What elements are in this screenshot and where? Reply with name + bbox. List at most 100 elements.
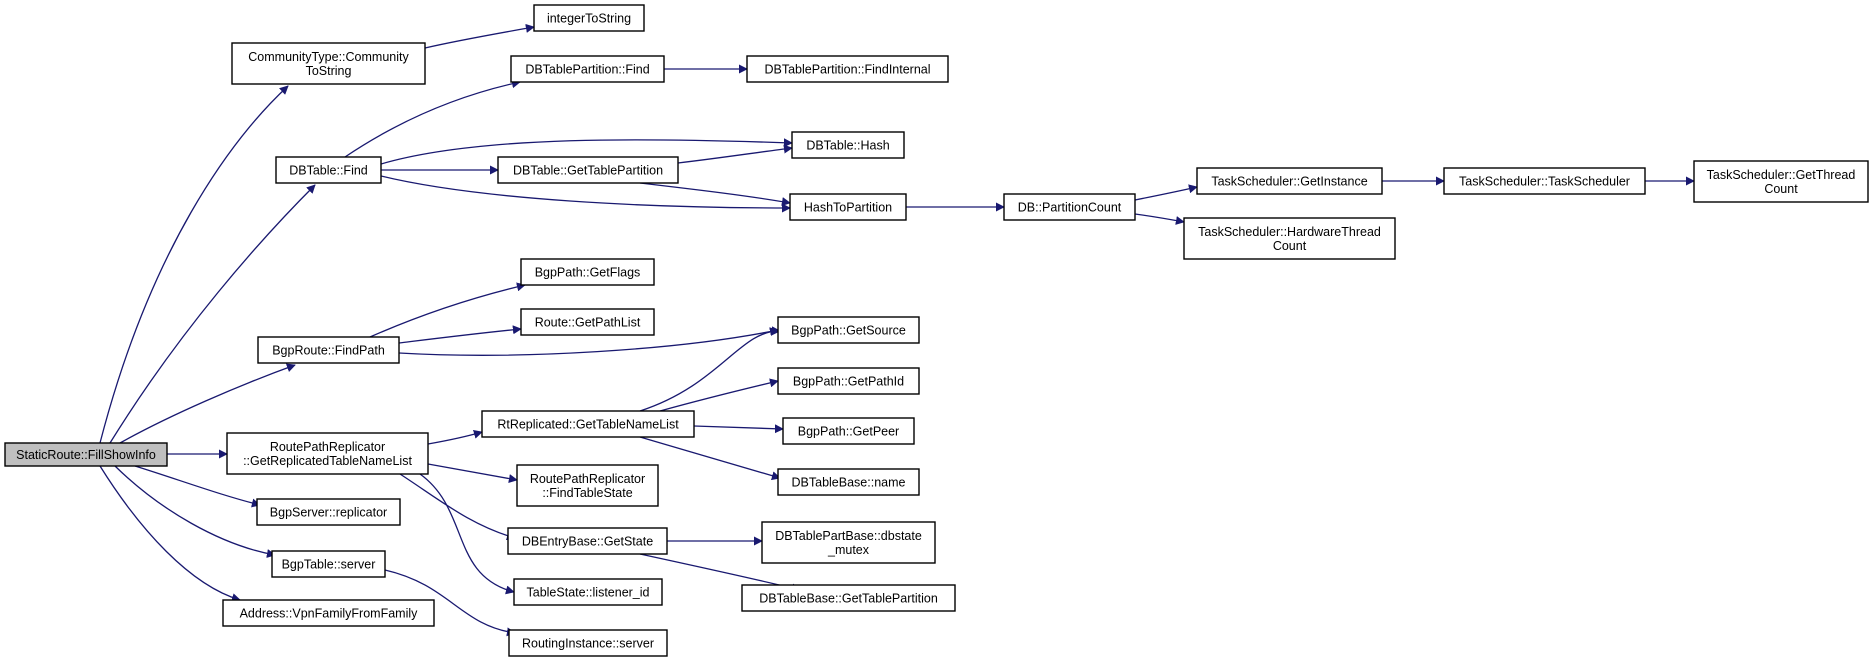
node-routinginstance-server[interactable]: RoutingInstance::server xyxy=(508,629,668,657)
node-box xyxy=(782,417,915,445)
edge-rtgtnl-to-bpgs xyxy=(639,326,781,412)
edge-dbtgtp-to-dbth xyxy=(677,144,793,164)
edge-rprg-to-rtgtnl xyxy=(427,429,483,445)
node-label: RoutePathReplicator xyxy=(270,440,385,454)
edge-dbtgtp-to-htp xyxy=(639,182,791,207)
node-label: TaskScheduler::TaskScheduler xyxy=(1459,175,1630,189)
node-box xyxy=(1183,217,1396,260)
edge-dbpc-to-tshtc xyxy=(1134,213,1185,225)
node-label: DBTable::Find xyxy=(289,164,368,178)
node-dbtablepartition-findinternal[interactable]: DBTablePartition::FindInternal xyxy=(746,55,949,83)
node-bgptable-server[interactable]: BgpTable::server xyxy=(271,550,386,578)
node-box xyxy=(481,410,695,438)
edge-rtgtnl-to-bpgpi xyxy=(659,378,779,412)
node-box xyxy=(520,308,655,336)
node-taskscheduler-getinstance[interactable]: TaskScheduler::GetInstance xyxy=(1196,167,1383,195)
node-label: Count xyxy=(1273,239,1307,253)
node-label: DB::PartitionCount xyxy=(1018,201,1122,215)
node-box xyxy=(275,156,382,184)
node-box xyxy=(222,599,435,627)
node-label: ::GetReplicatedTableNameList xyxy=(243,454,412,468)
node-label: DBEntryBase::GetState xyxy=(522,535,653,549)
node-box xyxy=(1693,160,1869,203)
edge-root-to-bgprfp xyxy=(119,363,296,444)
node-taskscheduler-taskscheduler[interactable]: TaskScheduler::TaskScheduler xyxy=(1443,167,1646,195)
node-dbtable-gettablepartition[interactable]: DBTable::GetTablePartition xyxy=(497,156,679,184)
node-label: DBTableBase::GetTablePartition xyxy=(759,592,938,606)
node-label: BgpPath::GetFlags xyxy=(535,266,641,280)
edge-rtgtnl-to-dbtbn xyxy=(639,436,781,481)
node-box xyxy=(510,55,665,83)
node-route-getpathlist[interactable]: Route::GetPathList xyxy=(520,308,655,336)
node-box xyxy=(1443,167,1646,195)
node-routepathreplicator-findtablestate[interactable]: RoutePathReplicator::FindTableState xyxy=(516,464,659,507)
edge-dbtf-to-dbtpf xyxy=(344,79,521,158)
node-routepathreplicator-getreplicatedtablenamelist[interactable]: RoutePathReplicator::GetReplicatedTableN… xyxy=(226,432,429,475)
node-bgproute-findpath[interactable]: BgpRoute::FindPath xyxy=(257,336,400,364)
node-hashtopartition[interactable]: HashToPartition xyxy=(789,193,907,221)
node-label: Count xyxy=(1764,182,1798,196)
node-box xyxy=(497,156,679,184)
node-label: TaskScheduler::GetInstance xyxy=(1211,175,1367,189)
node-label: CommunityType::Community xyxy=(248,50,409,64)
node-label: BgpPath::GetSource xyxy=(791,324,906,338)
node-tablestate-listener-id[interactable]: TableState::listener_id xyxy=(513,578,663,606)
node-label: Route::GetPathList xyxy=(535,316,641,330)
node-address-vpnfamilyfromfamily[interactable]: Address::VpnFamilyFromFamily xyxy=(222,599,435,627)
node-label: _mutex xyxy=(827,543,870,557)
node-bgppath-getpathid[interactable]: BgpPath::GetPathId xyxy=(777,367,920,395)
node-box xyxy=(508,629,668,657)
edge-rprg-to-tsli xyxy=(419,473,515,595)
node-label: TaskScheduler::HardwareThread xyxy=(1198,225,1381,239)
node-label: StaticRoute::FillShowInfo xyxy=(16,448,156,462)
node-rtreplicated-gettablenamelist[interactable]: RtReplicated::GetTableNameList xyxy=(481,410,695,438)
node-label: RoutePathReplicator xyxy=(530,472,645,486)
node-box xyxy=(777,367,920,395)
edge-rprg-to-rprfts xyxy=(427,463,518,483)
node-bgppath-getflags[interactable]: BgpPath::GetFlags xyxy=(520,258,655,286)
node-dbtablepartbase-dbstate-mutex[interactable]: DBTablePartBase::dbstate_mutex xyxy=(761,521,936,564)
node-box xyxy=(746,55,949,83)
edge-dbtf-to-dbth xyxy=(380,138,793,165)
node-label: ToString xyxy=(306,64,352,78)
edge-root-to-bsr xyxy=(134,465,261,508)
node-label: Address::VpnFamilyFromFamily xyxy=(240,607,419,621)
edge-rtgtnl-to-bpgp xyxy=(693,424,784,434)
node-box xyxy=(507,527,668,555)
node-bgppath-getsource[interactable]: BgpPath::GetSource xyxy=(777,316,920,344)
node-dbtablebase-gettablepartition[interactable]: DBTableBase::GetTablePartition xyxy=(741,584,956,612)
node-label: RoutingInstance::server xyxy=(522,637,654,651)
node-label: HashToPartition xyxy=(804,201,892,215)
edge-rprg-to-dbegs xyxy=(399,473,516,541)
node-label: DBTablePartBase::dbstate xyxy=(775,529,922,543)
node-box xyxy=(256,498,401,526)
node-dbtablebase-name[interactable]: DBTableBase::name xyxy=(777,468,920,496)
node-dbentrybase-getstate[interactable]: DBEntryBase::GetState xyxy=(507,527,668,555)
node-box xyxy=(231,42,426,85)
node-dbtable-hash[interactable]: DBTable::Hash xyxy=(791,131,905,159)
node-box xyxy=(257,336,400,364)
edge-bgprfp-to-bpgs xyxy=(398,327,779,356)
node-dbtablepartition-find[interactable]: DBTablePartition::Find xyxy=(510,55,665,83)
edge-root-to-bts xyxy=(114,465,276,558)
node-bgpserver-replicator[interactable]: BgpServer::replicator xyxy=(256,498,401,526)
edge-root-to-avff xyxy=(99,465,241,602)
node-label: TaskScheduler::GetThread xyxy=(1707,168,1856,182)
node-label: BgpPath::GetPathId xyxy=(793,375,904,389)
node-box xyxy=(1196,167,1383,195)
node-bgppath-getpeer[interactable]: BgpPath::GetPeer xyxy=(782,417,915,445)
node-db-partitioncount[interactable]: DB::PartitionCount xyxy=(1003,193,1136,221)
node-label: BgpRoute::FindPath xyxy=(272,344,385,358)
node-staticroute-fillshowinfo[interactable]: StaticRoute::FillShowInfo xyxy=(4,442,168,467)
node-label: DBTable::Hash xyxy=(806,139,889,153)
node-integertostring[interactable]: integerToString xyxy=(533,4,645,32)
node-box xyxy=(777,468,920,496)
node-label: RtReplicated::GetTableNameList xyxy=(497,418,679,432)
node-box xyxy=(777,316,920,344)
node-dbtable-find[interactable]: DBTable::Find xyxy=(275,156,382,184)
edge-root-to-cts xyxy=(99,85,289,444)
